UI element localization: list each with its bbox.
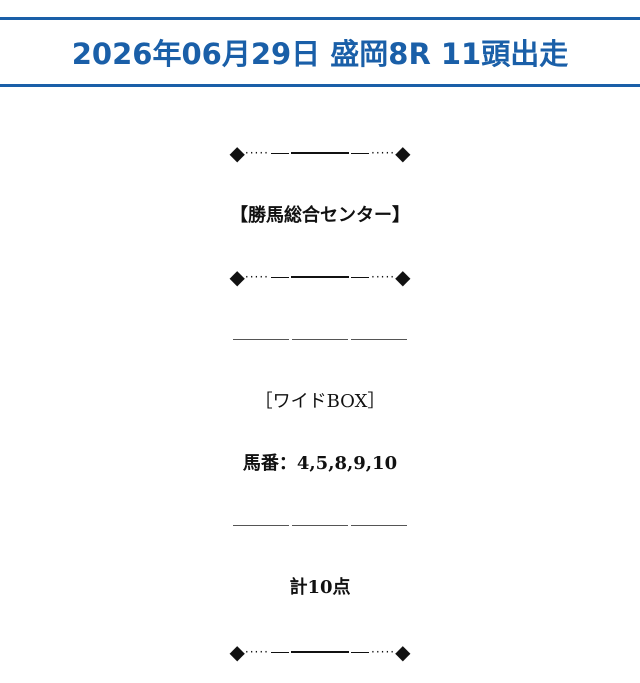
page-header: 2026年06月29日 盛岡8R 11頭出走 [0, 17, 640, 87]
bet-type-row: ［ワイドBOX］ [0, 390, 640, 414]
ornament-divider-middle: ◆ ····· ····· ◆ [0, 267, 640, 287]
ornament-divider-top: ◆ ····· ····· ◆ [0, 143, 640, 163]
dots-left: ····· [244, 146, 269, 160]
thin-line [271, 152, 289, 154]
thick-line [291, 651, 349, 653]
dots-left: ····· [244, 645, 269, 659]
dots-right: ····· [371, 645, 396, 659]
diamond-icon: ◆ [395, 265, 411, 289]
center-name-row: 【勝馬総合センター】 [0, 204, 640, 228]
diamond-icon: ◆ [229, 141, 245, 165]
horse-numbers: 馬番：4,5,8,9,10 [242, 453, 398, 474]
separator-segment [233, 339, 289, 340]
separator-segment [233, 525, 289, 526]
thin-line [271, 651, 289, 653]
thin-line [271, 276, 289, 278]
separator-segment [351, 525, 407, 526]
diamond-icon: ◆ [395, 640, 411, 664]
ornament-divider-bottom: ◆ ····· ····· ◆ [0, 642, 640, 662]
page-title: 2026年06月29日 盛岡8R 11頭出走 [71, 37, 569, 71]
bet-type-label: ［ワイドBOX］ [254, 391, 386, 412]
dots-right: ····· [371, 146, 396, 160]
dots-right: ····· [371, 270, 396, 284]
thick-line [291, 276, 349, 278]
separator-segment [351, 339, 407, 340]
dots-left: ····· [244, 270, 269, 284]
diamond-icon: ◆ [229, 265, 245, 289]
diamond-icon: ◆ [395, 141, 411, 165]
center-name: 【勝馬総合センター】 [230, 205, 410, 226]
separator-segment [292, 339, 348, 340]
total-row: 計10点 [0, 576, 640, 600]
total-count: 計10点 [289, 577, 351, 598]
diamond-icon: ◆ [229, 640, 245, 664]
thick-line [291, 152, 349, 154]
thin-line [351, 152, 369, 154]
separator-bottom [0, 525, 640, 526]
separator-segment [292, 525, 348, 526]
horse-numbers-row: 馬番：4,5,8,9,10 [0, 452, 640, 476]
thin-line [351, 276, 369, 278]
separator-top [0, 339, 640, 340]
thin-line [351, 651, 369, 653]
